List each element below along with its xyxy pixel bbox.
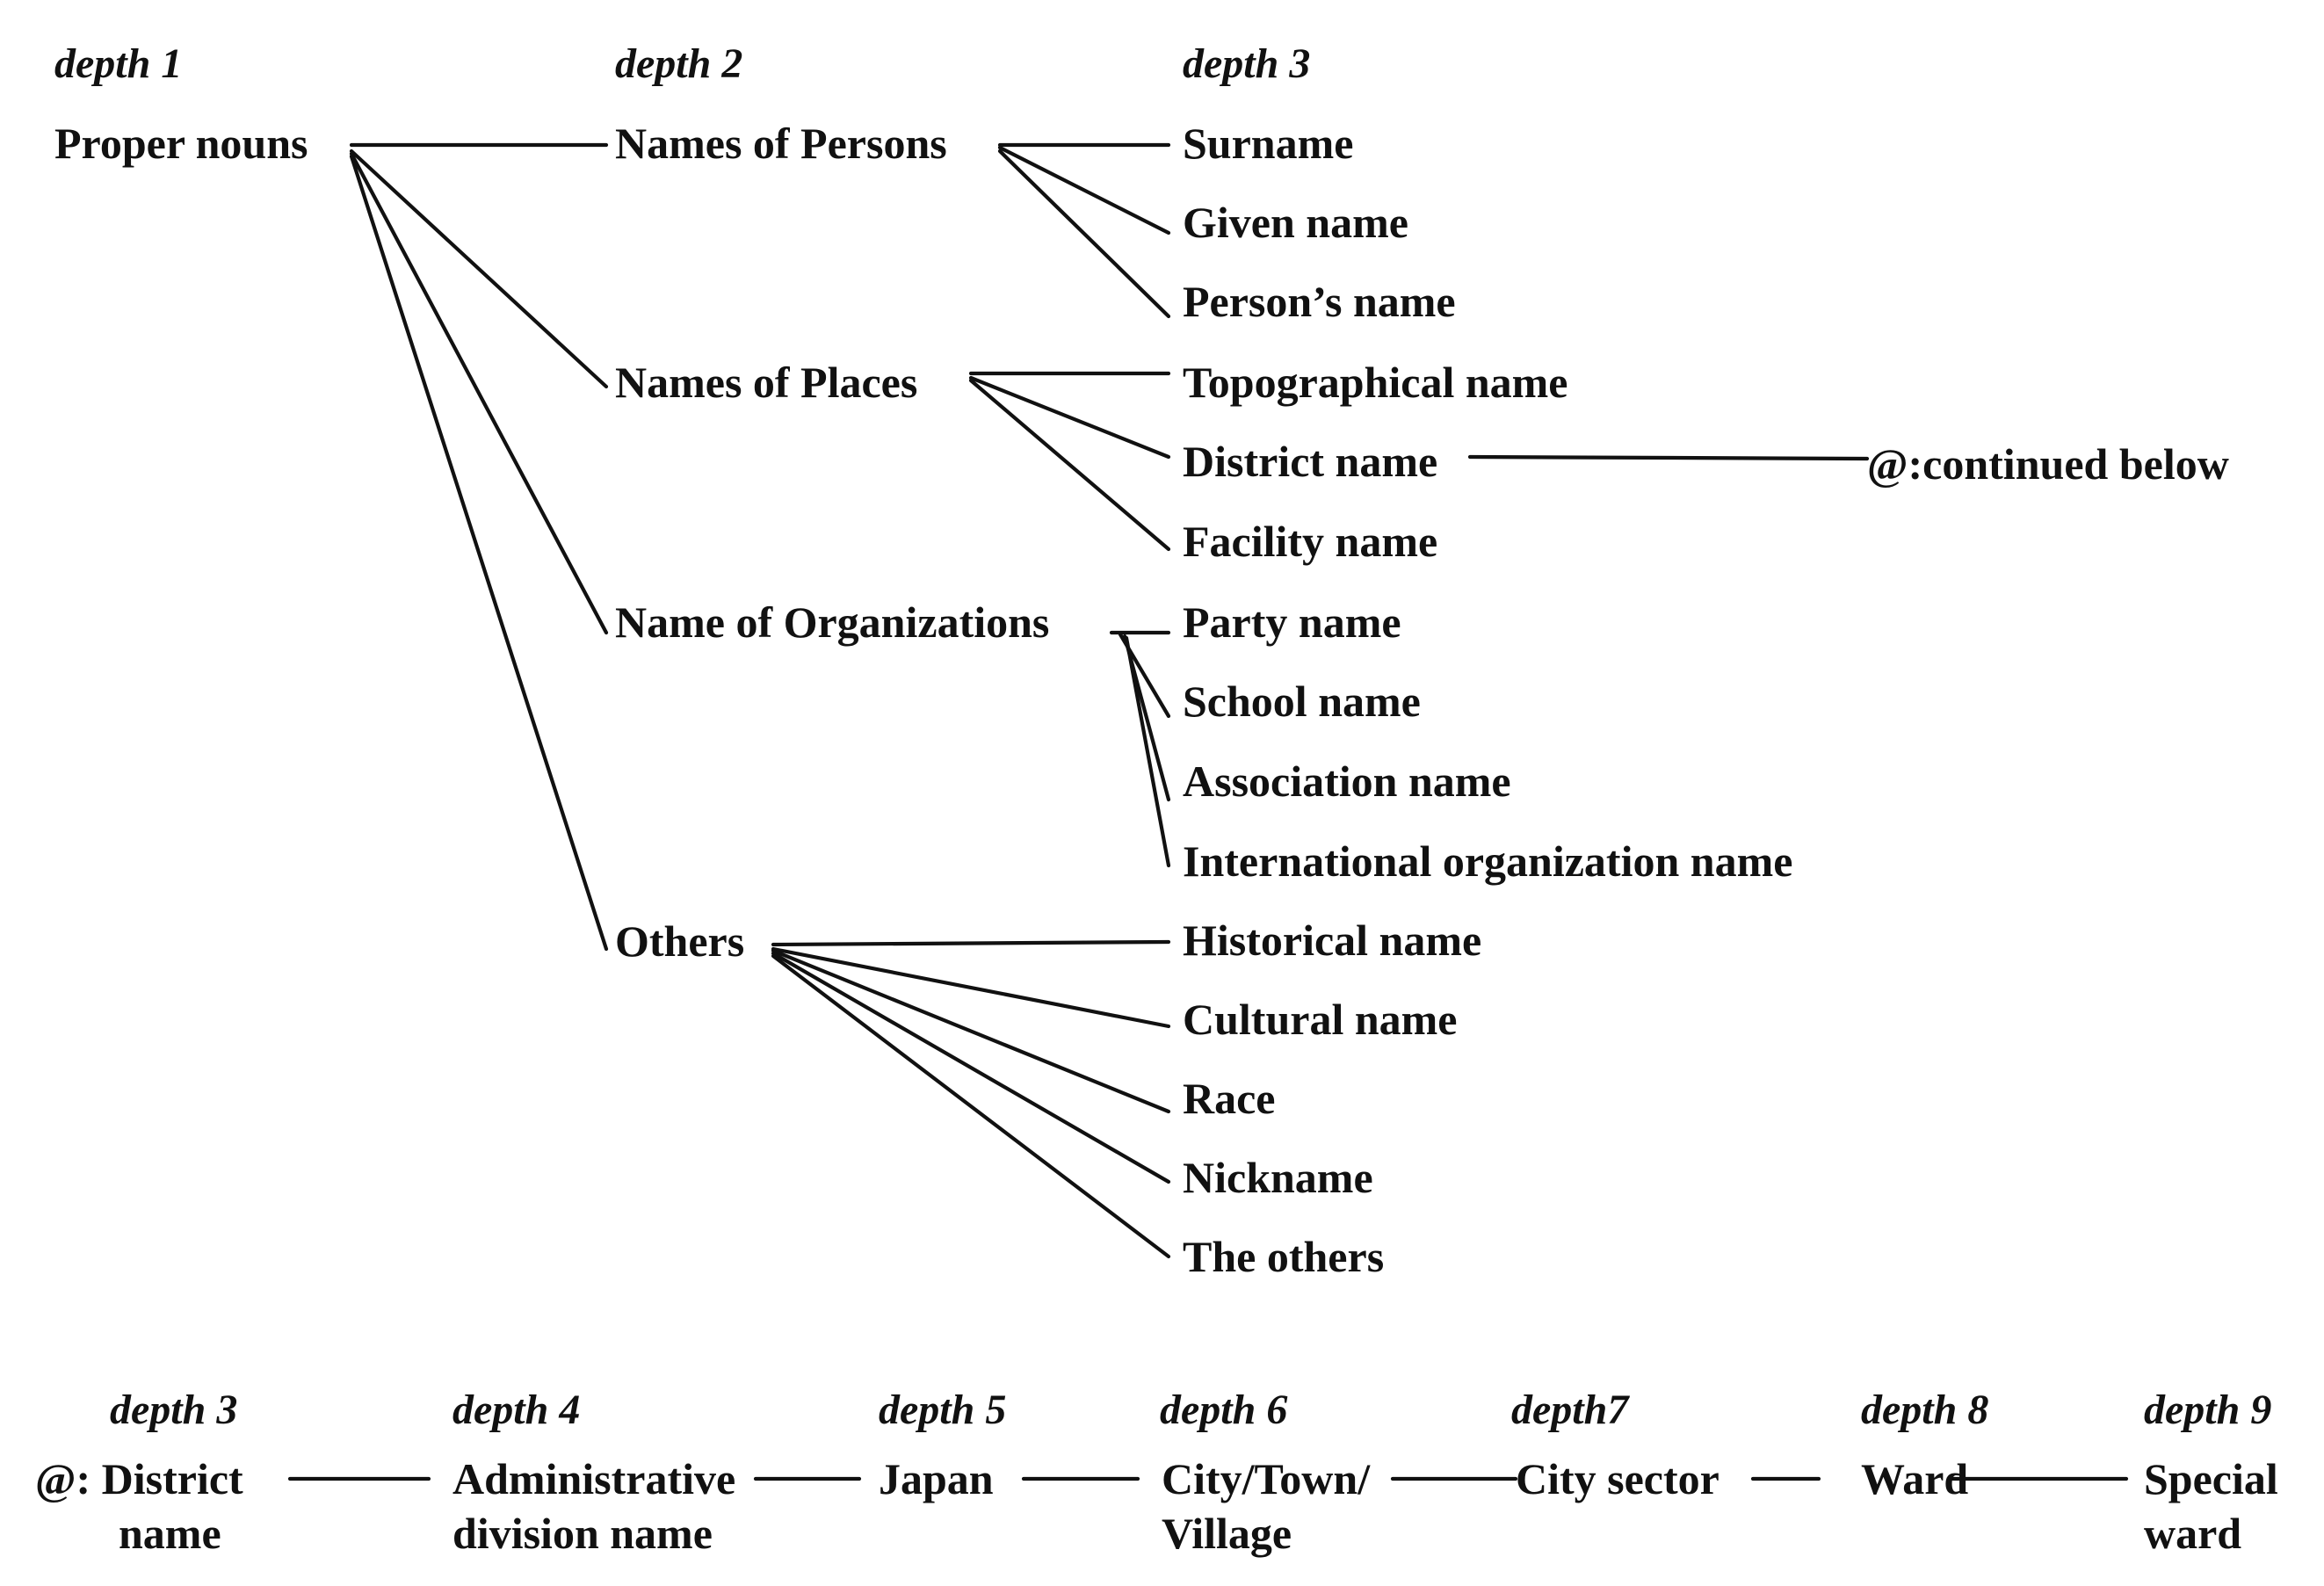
node-names-of-persons: Names of Persons — [615, 119, 947, 168]
chain-node-city-line1: City/Town/ — [1162, 1454, 1371, 1503]
chain-node-admin-line2: division name — [452, 1509, 713, 1558]
leaf-the-others: The others — [1183, 1232, 1384, 1281]
leaf-persons-name: Person’s name — [1183, 277, 1456, 326]
edge-district-continued — [1467, 454, 1870, 461]
chain-node-special-line1: Special — [2144, 1454, 2278, 1503]
leaf-district-name: District name — [1183, 437, 1437, 486]
edge-root-others — [349, 154, 609, 952]
edge-others-theothers — [771, 953, 1171, 1259]
chain-node-ward: Ward — [1861, 1454, 1968, 1503]
edge-root-places — [349, 148, 609, 389]
node-names-of-places: Names of Places — [615, 358, 917, 407]
node-root: Proper nouns — [54, 119, 308, 168]
chain-header-depth-6: depth 6 — [1160, 1387, 1287, 1433]
bottom-chain-headers: depth 3 depth 4 depth 5 depth 6 depth7 d… — [110, 1387, 2271, 1433]
edge-places-district — [968, 375, 1171, 460]
chain-node-special-line2: ward — [2144, 1509, 2241, 1558]
chain-header-depth-8: depth 8 — [1861, 1387, 1988, 1433]
chain-header-depth-9: depth 9 — [2144, 1387, 2271, 1433]
header-depth-2: depth 2 — [615, 40, 742, 87]
leaf-race: Race — [1183, 1074, 1276, 1123]
edge-places-facility — [968, 378, 1171, 552]
edge-persons-person — [997, 148, 1171, 319]
edge-others-race — [771, 948, 1171, 1114]
chain-header-depth-5: depth 5 — [879, 1387, 1006, 1433]
edge-others-historical — [771, 939, 1171, 947]
leaf-association-name: Association name — [1183, 757, 1511, 806]
edge-persons-given — [997, 145, 1171, 235]
node-name-of-organizations: Name of Organizations — [615, 597, 1049, 647]
leaf-school-name: School name — [1183, 677, 1421, 726]
leaf-facility-name: Facility name — [1183, 517, 1437, 566]
node-others: Others — [615, 916, 744, 966]
chain-node-city-sector: City sector — [1516, 1454, 1719, 1503]
leaf-party-name: Party name — [1183, 597, 1401, 647]
chain-header-depth-4: depth 4 — [452, 1387, 580, 1433]
chain-node-district-line1: @: District — [35, 1454, 243, 1503]
leaf-international-organization-name: International organization name — [1183, 836, 1792, 886]
tree-connectors — [349, 142, 1870, 1259]
leaf-nickname: Nickname — [1183, 1153, 1373, 1202]
leaf-historical-name: Historical name — [1183, 916, 1481, 965]
bottom-chain-nodes: @: District name Administrative division… — [35, 1454, 2278, 1558]
chain-header-depth-3: depth 3 — [110, 1387, 237, 1433]
edge-others-cultural — [771, 946, 1171, 1029]
header-depth-3: depth 3 — [1183, 40, 1310, 87]
edge-orgs-international — [1124, 635, 1171, 868]
continuation-note: @:continued below — [1867, 439, 2229, 489]
chain-node-city-line2: Village — [1162, 1509, 1292, 1558]
header-depth-1: depth 1 — [54, 40, 182, 87]
edge-root-organizations — [349, 151, 609, 635]
depth-3-nodes: Surname Given name Person’s name Topogra… — [1183, 119, 1792, 1281]
tree-depth-headers: depth 1 depth 2 depth 3 — [54, 40, 1310, 87]
leaf-cultural-name: Cultural name — [1183, 995, 1458, 1044]
edge-others-nickname — [771, 951, 1171, 1184]
depth-2-nodes: Names of Persons Names of Places Name of… — [615, 119, 1049, 966]
chain-node-japan: Japan — [879, 1454, 994, 1503]
chain-node-admin-line1: Administrative — [452, 1454, 735, 1503]
leaf-topographical-name: Topographical name — [1183, 358, 1568, 407]
leaf-surname: Surname — [1183, 119, 1353, 168]
leaf-given-name: Given name — [1183, 198, 1408, 247]
chain-header-depth-7: depth7 — [1511, 1387, 1630, 1433]
chain-node-district-line2: name — [119, 1509, 221, 1558]
